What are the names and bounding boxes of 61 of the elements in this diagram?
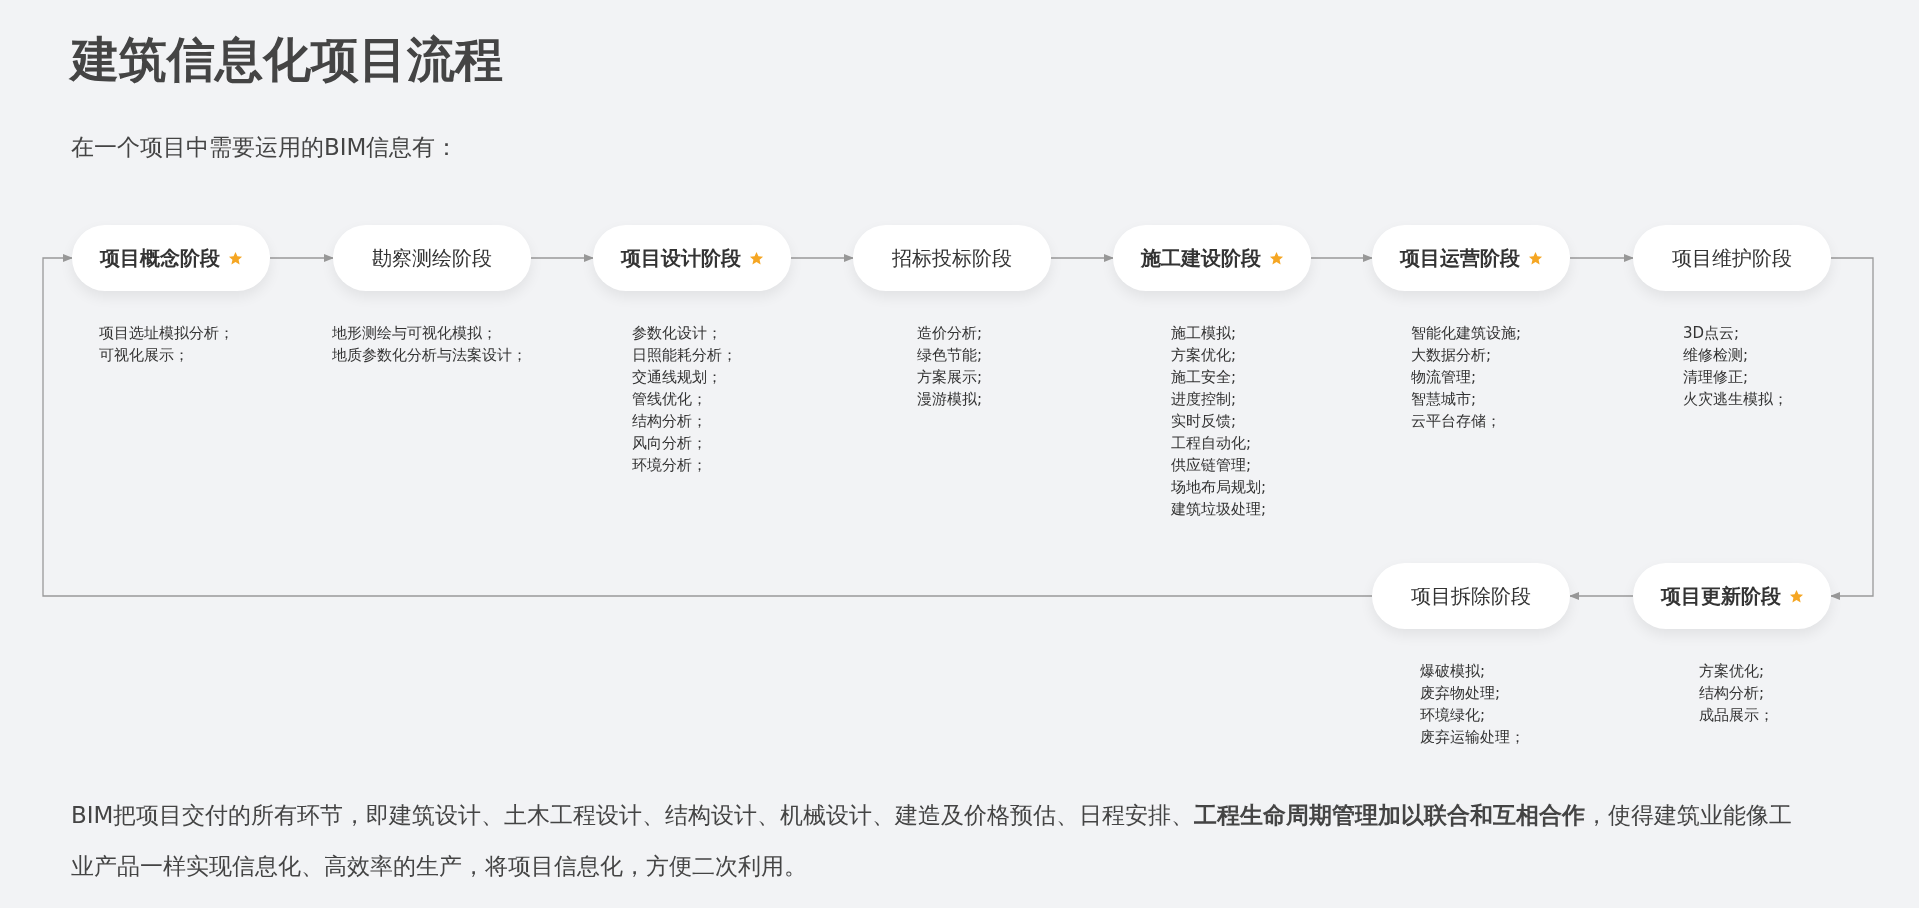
feature-item: 废弃物处理; — [1420, 683, 1501, 704]
feature-item: 废弃运输处理； — [1420, 727, 1525, 748]
feature-item: 结构分析； — [632, 411, 707, 432]
feature-item: 交通线规划； — [632, 367, 722, 388]
arrow — [1569, 592, 1634, 600]
feature-item: 火灾逃生模拟； — [1683, 389, 1788, 410]
feature-item: 场地布局规划; — [1171, 477, 1267, 498]
feature-item: 造价分析; — [917, 323, 983, 344]
stage-label: 项目维护阶段 — [1672, 244, 1792, 272]
feature-item: 项目选址模拟分析； — [99, 323, 234, 344]
arrow — [1050, 254, 1114, 262]
feature-item: 供应链管理; — [1171, 455, 1252, 476]
feature-item: 参数化设计； — [632, 323, 722, 344]
title: 建筑信息化项目流程 — [71, 30, 503, 89]
feature-item: 工程自动化; — [1171, 433, 1252, 454]
stage-label: 项目拆除阶段 — [1411, 582, 1531, 610]
feature-item: 施工安全; — [1171, 367, 1237, 388]
feature-item: 地形测绘与可视化模拟； — [332, 323, 497, 344]
stage-label: 项目概念阶段 — [99, 244, 220, 272]
feature-item: 环境绿化; — [1420, 705, 1486, 726]
feature-item: 风向分析； — [632, 433, 707, 454]
arrow — [42, 254, 1373, 597]
stage-label: 项目更新阶段 — [1660, 582, 1781, 610]
arrow — [530, 254, 594, 262]
arrow — [1830, 257, 1874, 600]
feature-item: 进度控制; — [1171, 389, 1237, 410]
feature-item: 结构分析; — [1699, 683, 1765, 704]
feature-item: 漫游模拟; — [917, 389, 983, 410]
stage-label: 施工建设阶段 — [1140, 244, 1261, 272]
feature-item: 清理修正; — [1683, 367, 1749, 388]
feature-item: 方案优化; — [1171, 345, 1237, 366]
description-paragraph: BIM把项目交付的所有环节，即建筑设计、土木工程设计、结构设计、机械设计、建造及价格预估、日程安排、工程生命周期管理加以联合和互相合作，使得建筑业能像工业产品一样实现信息化、高效率的生产，将项目信息化，方便二次利用。 — [71, 801, 1794, 881]
feature-item: 物流管理; — [1411, 367, 1477, 388]
feature-item: 维修检测; — [1683, 345, 1749, 366]
feature-item: 3D点云; — [1683, 323, 1740, 344]
feature-item: 可视化展示； — [99, 345, 189, 366]
stage-label: 项目运营阶段 — [1399, 244, 1520, 272]
feature-item: 方案优化; — [1699, 661, 1765, 682]
feature-item: 环境分析； — [632, 455, 707, 476]
feature-item: 爆破模拟; — [1420, 661, 1486, 682]
arrow — [269, 254, 334, 262]
feature-item: 智慧城市; — [1411, 389, 1477, 410]
arrow — [1569, 254, 1634, 262]
feature-item: 日照能耗分析； — [632, 345, 737, 366]
subtitle: 在一个项目中需要运用的BIM信息有： — [71, 133, 459, 162]
stage-label: 招标投标阶段 — [892, 244, 1012, 272]
arrow — [790, 254, 854, 262]
feature-item: 地质参数化分析与法案设计； — [332, 345, 527, 366]
arrow — [1310, 254, 1373, 262]
stage-label: 勘察测绘阶段 — [372, 244, 492, 272]
feature-item: 大数据分析; — [1411, 345, 1492, 366]
feature-item: 实时反馈; — [1171, 411, 1237, 432]
feature-item: 云平台存储； — [1411, 411, 1501, 432]
stage-label: 项目设计阶段 — [620, 244, 741, 272]
feature-item: 成品展示； — [1699, 705, 1774, 726]
feature-item: 施工模拟; — [1171, 323, 1237, 344]
feature-item: 方案展示; — [917, 367, 983, 388]
feature-item: 智能化建筑设施; — [1411, 323, 1522, 344]
feature-item: 管线优化； — [632, 389, 707, 410]
feature-item: 绿色节能; — [917, 345, 983, 366]
feature-item: 建筑垃圾处理; — [1171, 499, 1267, 520]
